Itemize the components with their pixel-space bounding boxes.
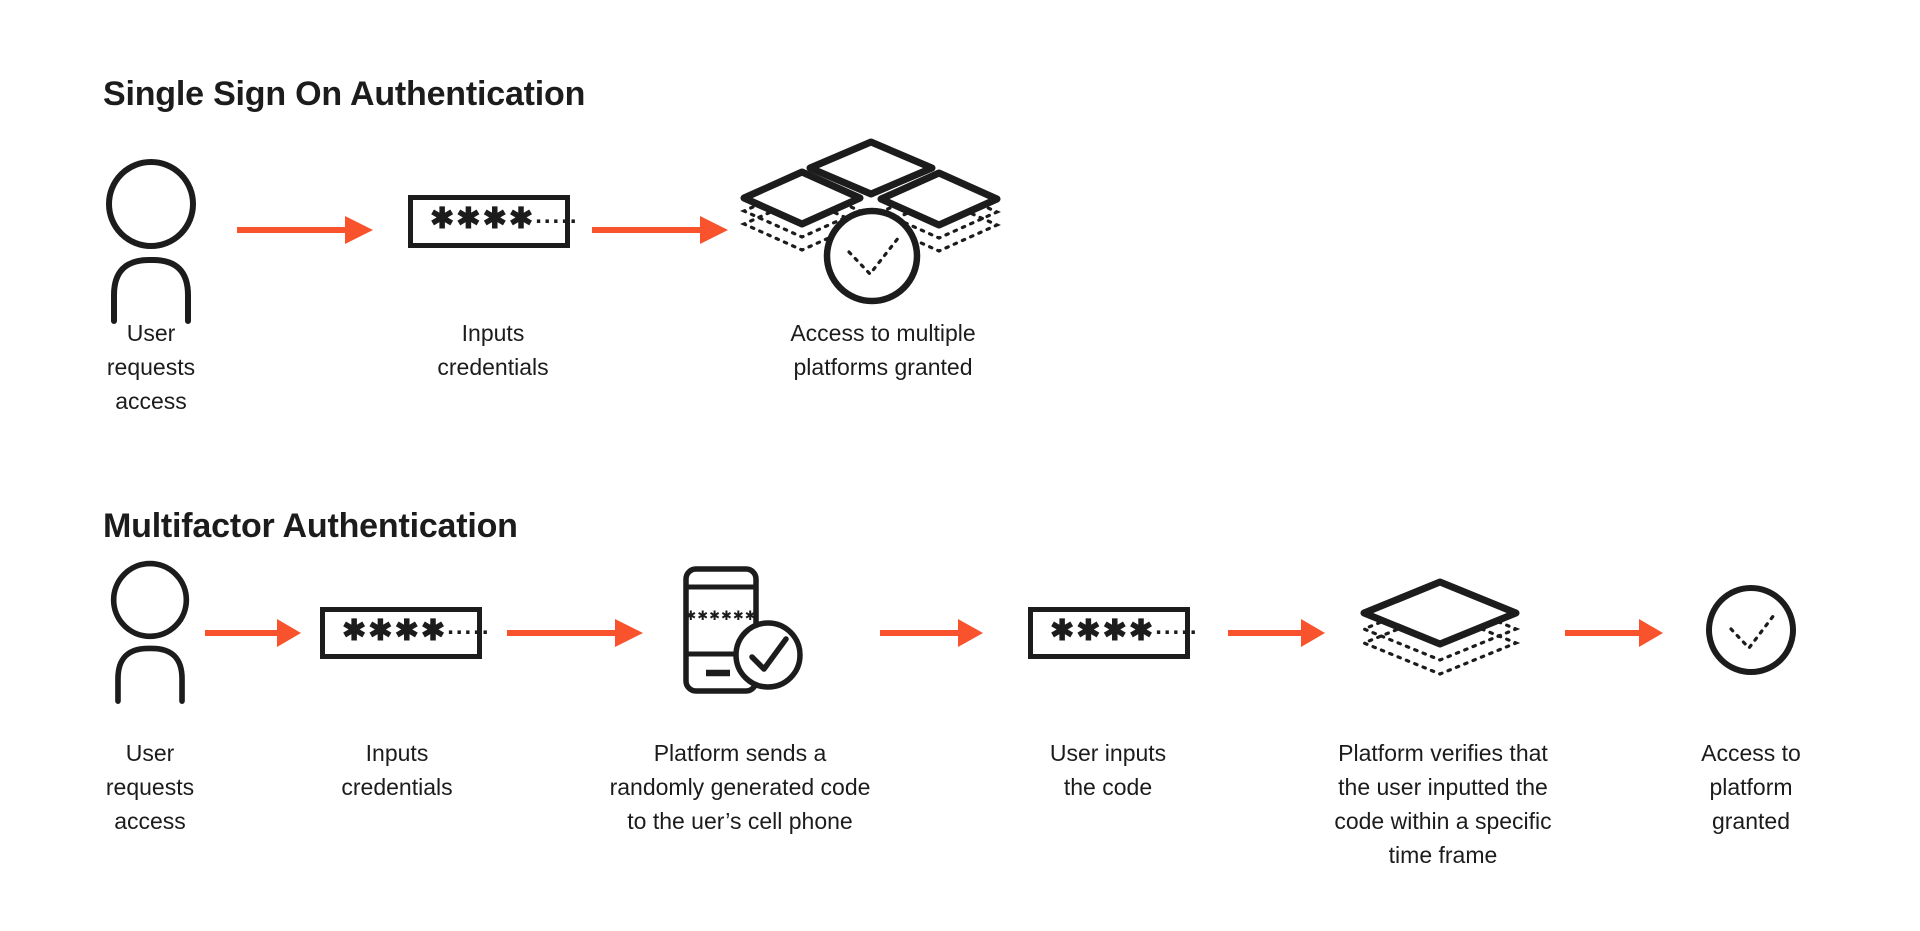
mfa-step-label: Access to platform granted — [1701, 740, 1801, 834]
mfa-step-label: Platform verifies that the user inputted… — [1334, 740, 1552, 868]
flow-arrow-icon — [237, 216, 373, 244]
phone-code-text: ✱✱✱✱✱✱ — [685, 609, 756, 624]
flow-arrow-icon — [592, 216, 728, 244]
password-dots: ..... — [447, 613, 491, 640]
user-icon — [106, 159, 196, 324]
flow-arrow-icon — [507, 619, 643, 647]
multiple-platforms-check-icon — [740, 138, 1001, 305]
password-asterisks: ✱✱✱✱ — [1050, 614, 1156, 647]
password-field-icon: ✱✱✱✱..... — [320, 607, 489, 659]
user-icon — [110, 560, 190, 704]
flow-arrow-icon — [205, 619, 301, 647]
flow-arrow-icon — [880, 619, 983, 647]
flow-arrow-icon — [1228, 619, 1325, 647]
platform-layers-icon — [1359, 578, 1521, 676]
mfa-step-label: User inputs the code — [1049, 740, 1167, 800]
sso-step-label: Access to multiple platforms granted — [790, 320, 976, 380]
mfa-step-label: Platform sends a randomly generated code… — [609, 740, 871, 834]
password-asterisks: ✱✱✱✱ — [430, 203, 536, 235]
flow-arrow-icon — [1565, 619, 1663, 647]
password-asterisks: ✱✱✱✱ — [342, 614, 448, 647]
password-dots: ..... — [535, 201, 579, 229]
password-field-icon: ✱✱✱✱..... — [1028, 607, 1197, 659]
sso-step-label: User requests access — [106, 320, 196, 414]
sso-step-label: Inputs credentials — [437, 320, 549, 380]
password-field-icon: ✱✱✱✱..... — [408, 195, 577, 248]
password-dots: ..... — [1155, 613, 1199, 640]
mfa-step-label: User requests access — [105, 740, 195, 834]
mfa-step-label: Inputs credentials — [341, 740, 453, 800]
check-circle-icon — [1706, 585, 1796, 675]
mfa-title: Multifactor Authentication — [103, 507, 518, 545]
sso-title: Single Sign On Authentication — [103, 75, 586, 113]
phone-check-icon: ✱✱✱✱✱✱ — [683, 566, 803, 694]
